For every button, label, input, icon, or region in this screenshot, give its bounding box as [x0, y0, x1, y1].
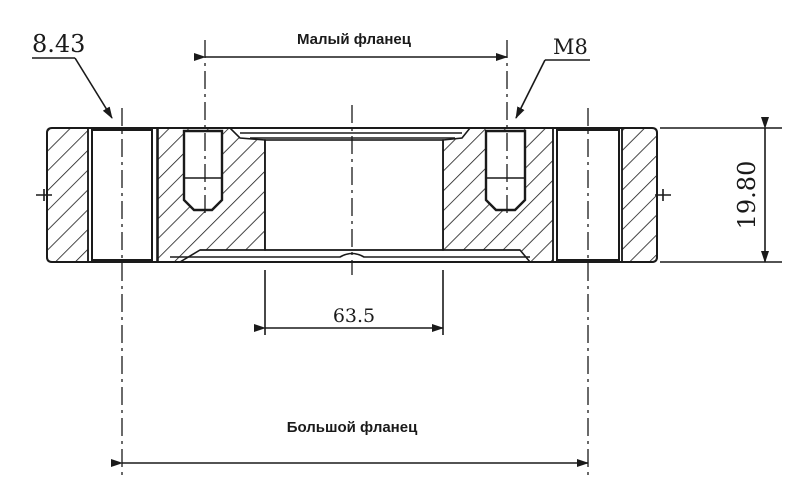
- central-bore: [170, 132, 530, 258]
- hole-leader: [32, 57, 113, 119]
- small-flange-label: Малый фланец: [297, 31, 412, 48]
- large-flange-label: Большой фланец: [287, 419, 418, 436]
- tapped-hole-right: [484, 129, 527, 212]
- thread-leader: [515, 59, 590, 119]
- hatched-section-left-outer: [46, 127, 89, 263]
- thickness-label: 19.80: [733, 161, 761, 230]
- thickness-dimension: [660, 117, 782, 263]
- hatched-section-right-outer: [621, 127, 658, 263]
- tapped-hole-left: [182, 129, 224, 212]
- bore-dimension: [254, 270, 444, 335]
- bore-diameter-label: 63.5: [333, 305, 375, 327]
- hole-diameter-label: 8.43: [32, 30, 85, 58]
- thread-label: M8: [553, 35, 588, 59]
- centerlines: [121, 40, 589, 480]
